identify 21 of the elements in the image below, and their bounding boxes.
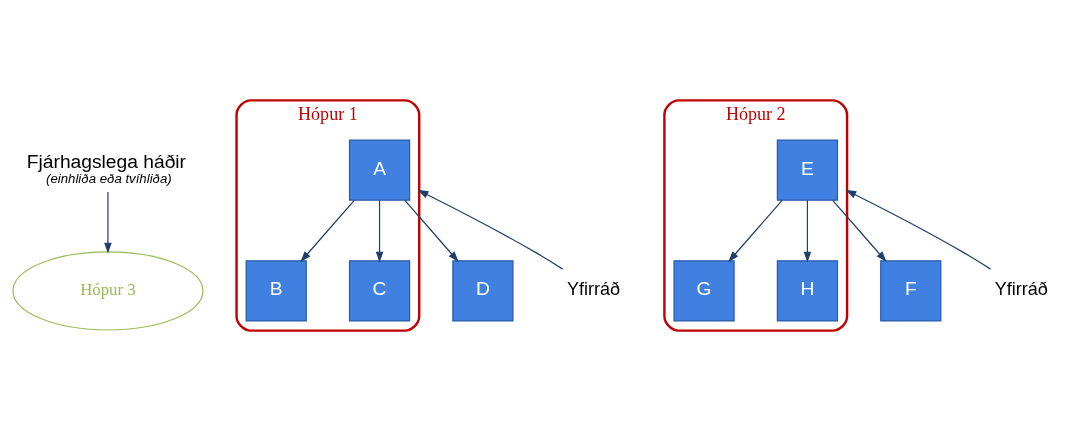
- node-box: C: [348, 260, 411, 322]
- node-ellipse: Hópur 3: [12, 251, 204, 331]
- arrow: [417, 189, 564, 270]
- node-text: Yfirráð: [566, 279, 621, 300]
- node-box: H: [776, 260, 839, 322]
- node-box: B: [245, 260, 307, 322]
- arrow: [803, 199, 812, 263]
- arrow: [104, 191, 112, 254]
- node-box: G: [673, 260, 735, 322]
- node-text: Fjárhagslega háðir (einhliða eða tvíhliða): [26, 151, 186, 186]
- arrow: [728, 199, 783, 262]
- arrow: [375, 199, 384, 263]
- arrow: [404, 199, 459, 262]
- node-text: Yfirráð: [994, 279, 1048, 300]
- arrow: [832, 199, 887, 262]
- arrow: [845, 189, 992, 270]
- node-box: E: [776, 139, 839, 201]
- node-box: F: [880, 260, 942, 322]
- arrow: [300, 199, 355, 262]
- node-box: D: [452, 260, 514, 322]
- node-box: A: [348, 139, 411, 201]
